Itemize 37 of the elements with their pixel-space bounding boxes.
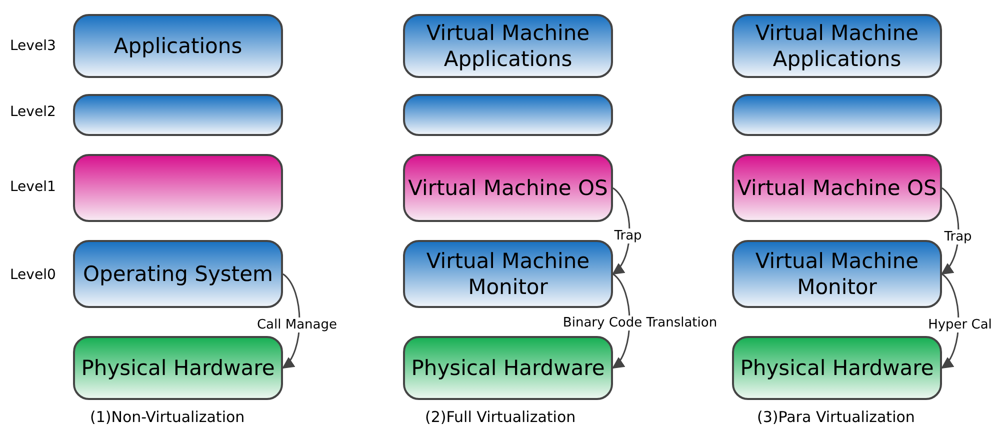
layer-label: Virtual Machine Applications xyxy=(754,20,920,72)
layer-label: Physical Hardware xyxy=(411,355,605,381)
layer-label: Virtual Machine OS xyxy=(737,175,937,201)
edge-label: Call Manage xyxy=(254,318,340,332)
layer-label: Virtual Machine OS xyxy=(408,175,608,201)
edge-label: Trap xyxy=(612,228,644,244)
layer-label: Applications xyxy=(114,33,242,59)
empty-layer-box xyxy=(73,154,283,222)
level-label: Level2 xyxy=(10,104,56,120)
layer-box xyxy=(403,154,613,222)
layer-box xyxy=(732,240,942,308)
layer-label: Virtual Machine Applications xyxy=(425,20,591,72)
layer-label: Operating System xyxy=(83,261,273,287)
level-label: Level3 xyxy=(10,38,56,54)
layer-box xyxy=(403,336,613,400)
layer-box xyxy=(73,14,283,78)
level-label: Level0 xyxy=(10,267,56,283)
layer-label: Virtual Machine Monitor xyxy=(754,248,920,300)
layer-box xyxy=(73,240,283,308)
column-caption: (1)Non-Virtualization xyxy=(90,408,245,426)
level-label: Level1 xyxy=(10,179,56,195)
empty-layer-box xyxy=(403,94,613,136)
empty-layer-box xyxy=(732,94,942,136)
edge-label: Hyper Cal xyxy=(926,318,994,332)
column-caption: (3)Para Virtualization xyxy=(757,408,915,426)
layer-box xyxy=(403,240,613,308)
layer-label: Physical Hardware xyxy=(81,355,275,381)
layer-box xyxy=(73,336,283,400)
column-caption: (2)Full Virtualization xyxy=(425,408,576,426)
layer-label: Virtual Machine Monitor xyxy=(425,248,591,300)
layer-box xyxy=(732,14,942,78)
layer-box xyxy=(403,14,613,78)
layer-box xyxy=(732,154,942,222)
layer-box xyxy=(732,336,942,400)
empty-layer-box xyxy=(73,94,283,136)
layer-label: Physical Hardware xyxy=(740,355,934,381)
edge-label: Trap xyxy=(942,230,974,244)
